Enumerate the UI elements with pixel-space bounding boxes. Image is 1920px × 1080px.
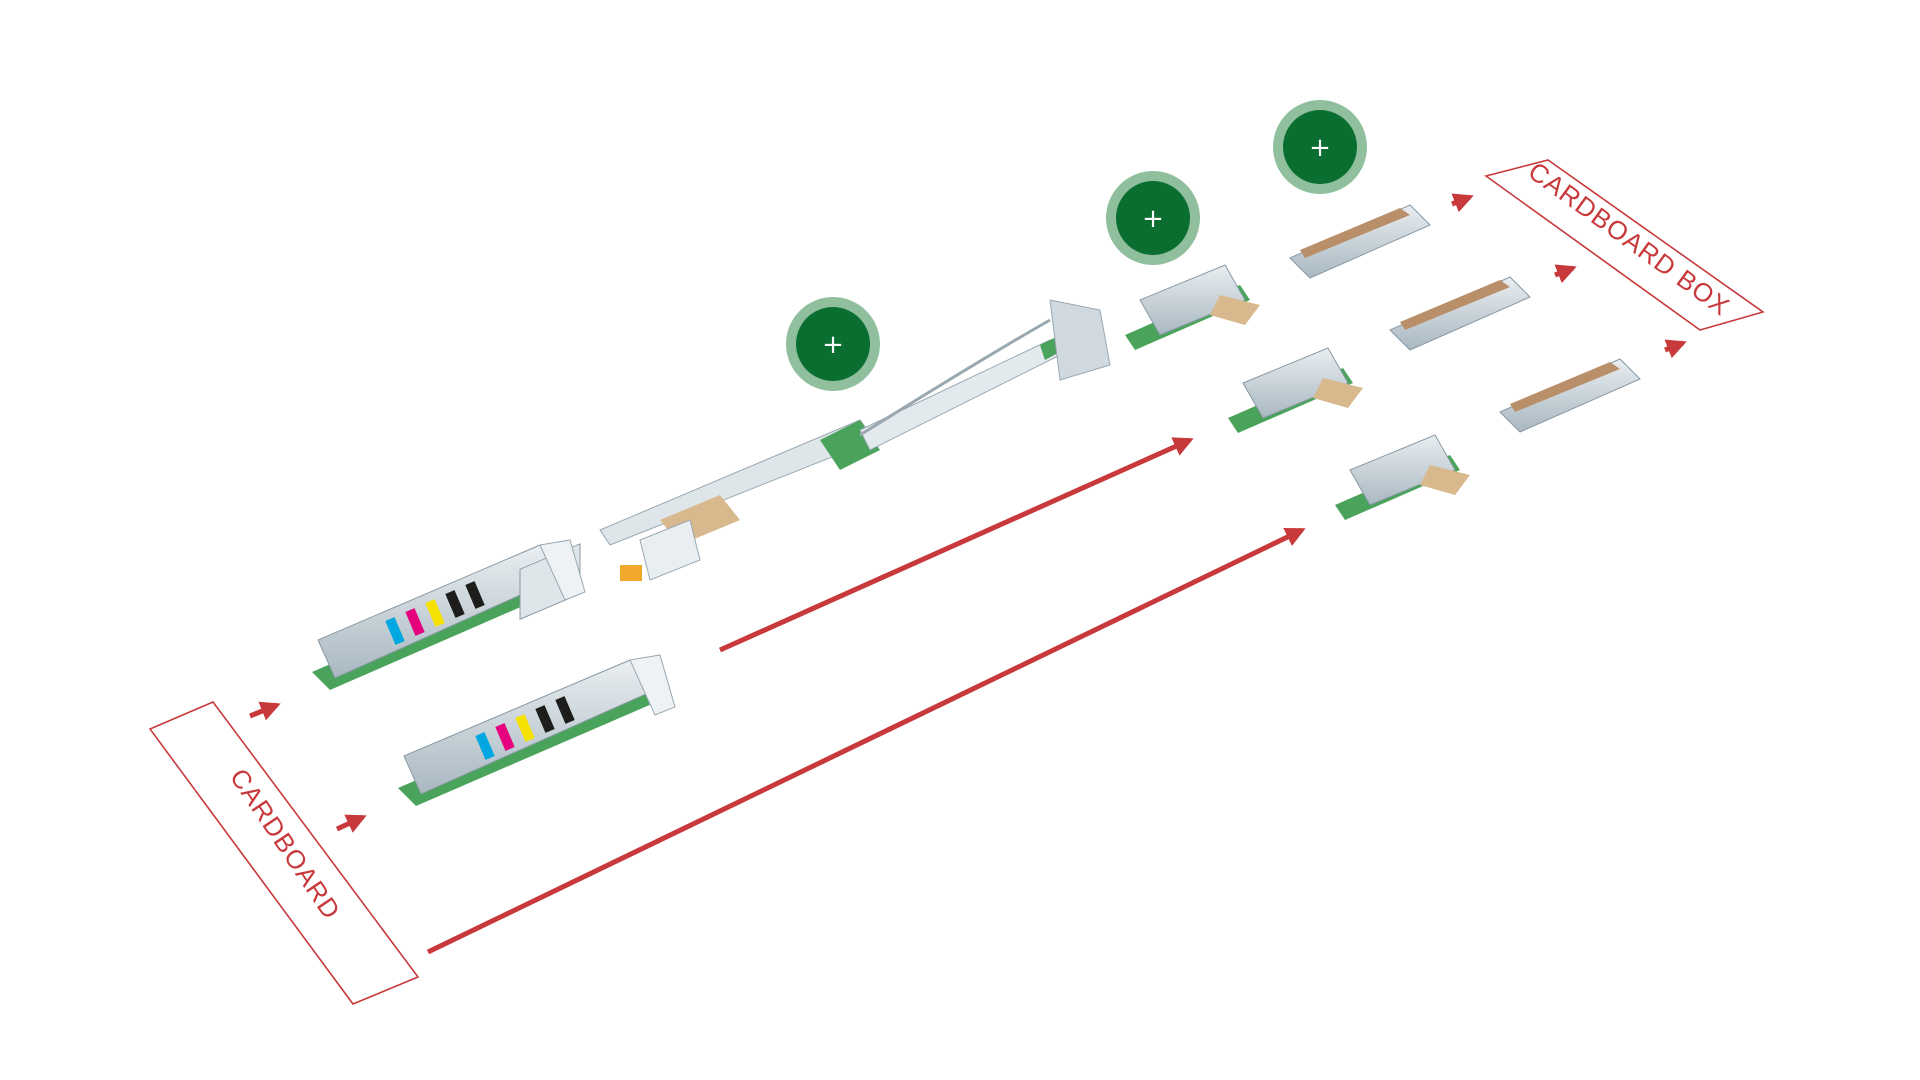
- corrugator-line: [599, 299, 1111, 581]
- ink-units: [475, 696, 575, 760]
- forklift-icon: [620, 565, 642, 581]
- arrow-right-icon: [1664, 339, 1687, 359]
- cardboard-label-text: CARDBOARD: [224, 763, 347, 925]
- folder-gluer-2: [1389, 276, 1531, 351]
- output-arrows: [1451, 193, 1687, 359]
- plus-icon: +: [822, 330, 844, 360]
- arrow-right-icon: [1554, 264, 1577, 284]
- hotspot-die-cutter-row[interactable]: +: [1106, 171, 1200, 265]
- flow-line-lower: [426, 527, 1306, 955]
- hotspot-corrugator-line[interactable]: +: [786, 297, 880, 391]
- folder-gluer-1: [1289, 204, 1431, 279]
- cardboard-input-label: CARDBOARD: [148, 701, 420, 1005]
- die-cutter-3: [1335, 434, 1470, 520]
- input-arrows: [249, 701, 367, 833]
- flow-line-upper: [718, 437, 1194, 653]
- folder-gluer-3: [1499, 358, 1641, 433]
- ink-units: [385, 581, 485, 645]
- flow-lines: [426, 437, 1306, 955]
- flexo-printer-upper: [312, 539, 586, 690]
- arrow-right-icon: [249, 701, 281, 721]
- flexo-printer-lower: [398, 654, 676, 806]
- die-cutter-1: [1125, 264, 1260, 350]
- die-cutter-2: [1228, 347, 1363, 433]
- arrow-right-icon: [335, 814, 367, 833]
- cardboard-box-output-label: CARDBOARD BOX: [1484, 156, 1765, 331]
- hotspot-folder-gluer-row[interactable]: +: [1273, 100, 1367, 194]
- plus-icon: +: [1309, 133, 1331, 163]
- plus-icon: +: [1142, 204, 1164, 234]
- arrow-right-icon: [1451, 193, 1474, 213]
- cardboard-box-label-text: CARDBOARD BOX: [1523, 156, 1736, 322]
